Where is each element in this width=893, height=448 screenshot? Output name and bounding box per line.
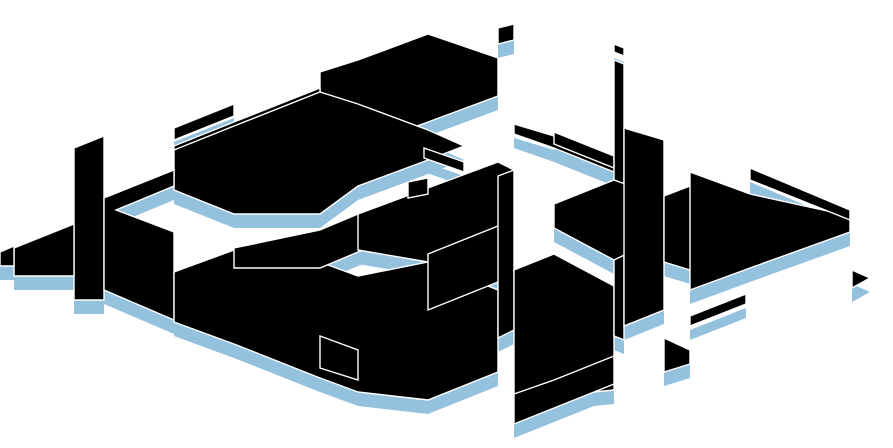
slab-shape — [689, 170, 851, 292]
slab-shape — [749, 166, 851, 222]
slab-shape — [497, 168, 515, 340]
slab-shape — [513, 354, 615, 426]
slab-shadow — [852, 284, 870, 302]
slab-shape — [623, 127, 665, 328]
slab-shape — [497, 23, 515, 45]
slab-shape — [73, 134, 105, 301]
slab-shape — [689, 292, 747, 328]
slab-shape — [173, 102, 235, 142]
slab-shape — [13, 222, 75, 277]
slab-shape — [0, 244, 15, 267]
black-slab-layer — [0, 23, 872, 426]
slab-shape — [319, 334, 359, 381]
slab-shape — [423, 147, 465, 173]
slab-shadow — [690, 308, 746, 340]
slab-shape — [407, 177, 429, 199]
slab-shape — [663, 336, 691, 373]
slab-shape — [103, 168, 175, 322]
slab-shape — [851, 268, 872, 290]
slab-shape — [173, 91, 466, 215]
slab-shadow — [554, 146, 614, 182]
slab-shape — [613, 42, 625, 58]
